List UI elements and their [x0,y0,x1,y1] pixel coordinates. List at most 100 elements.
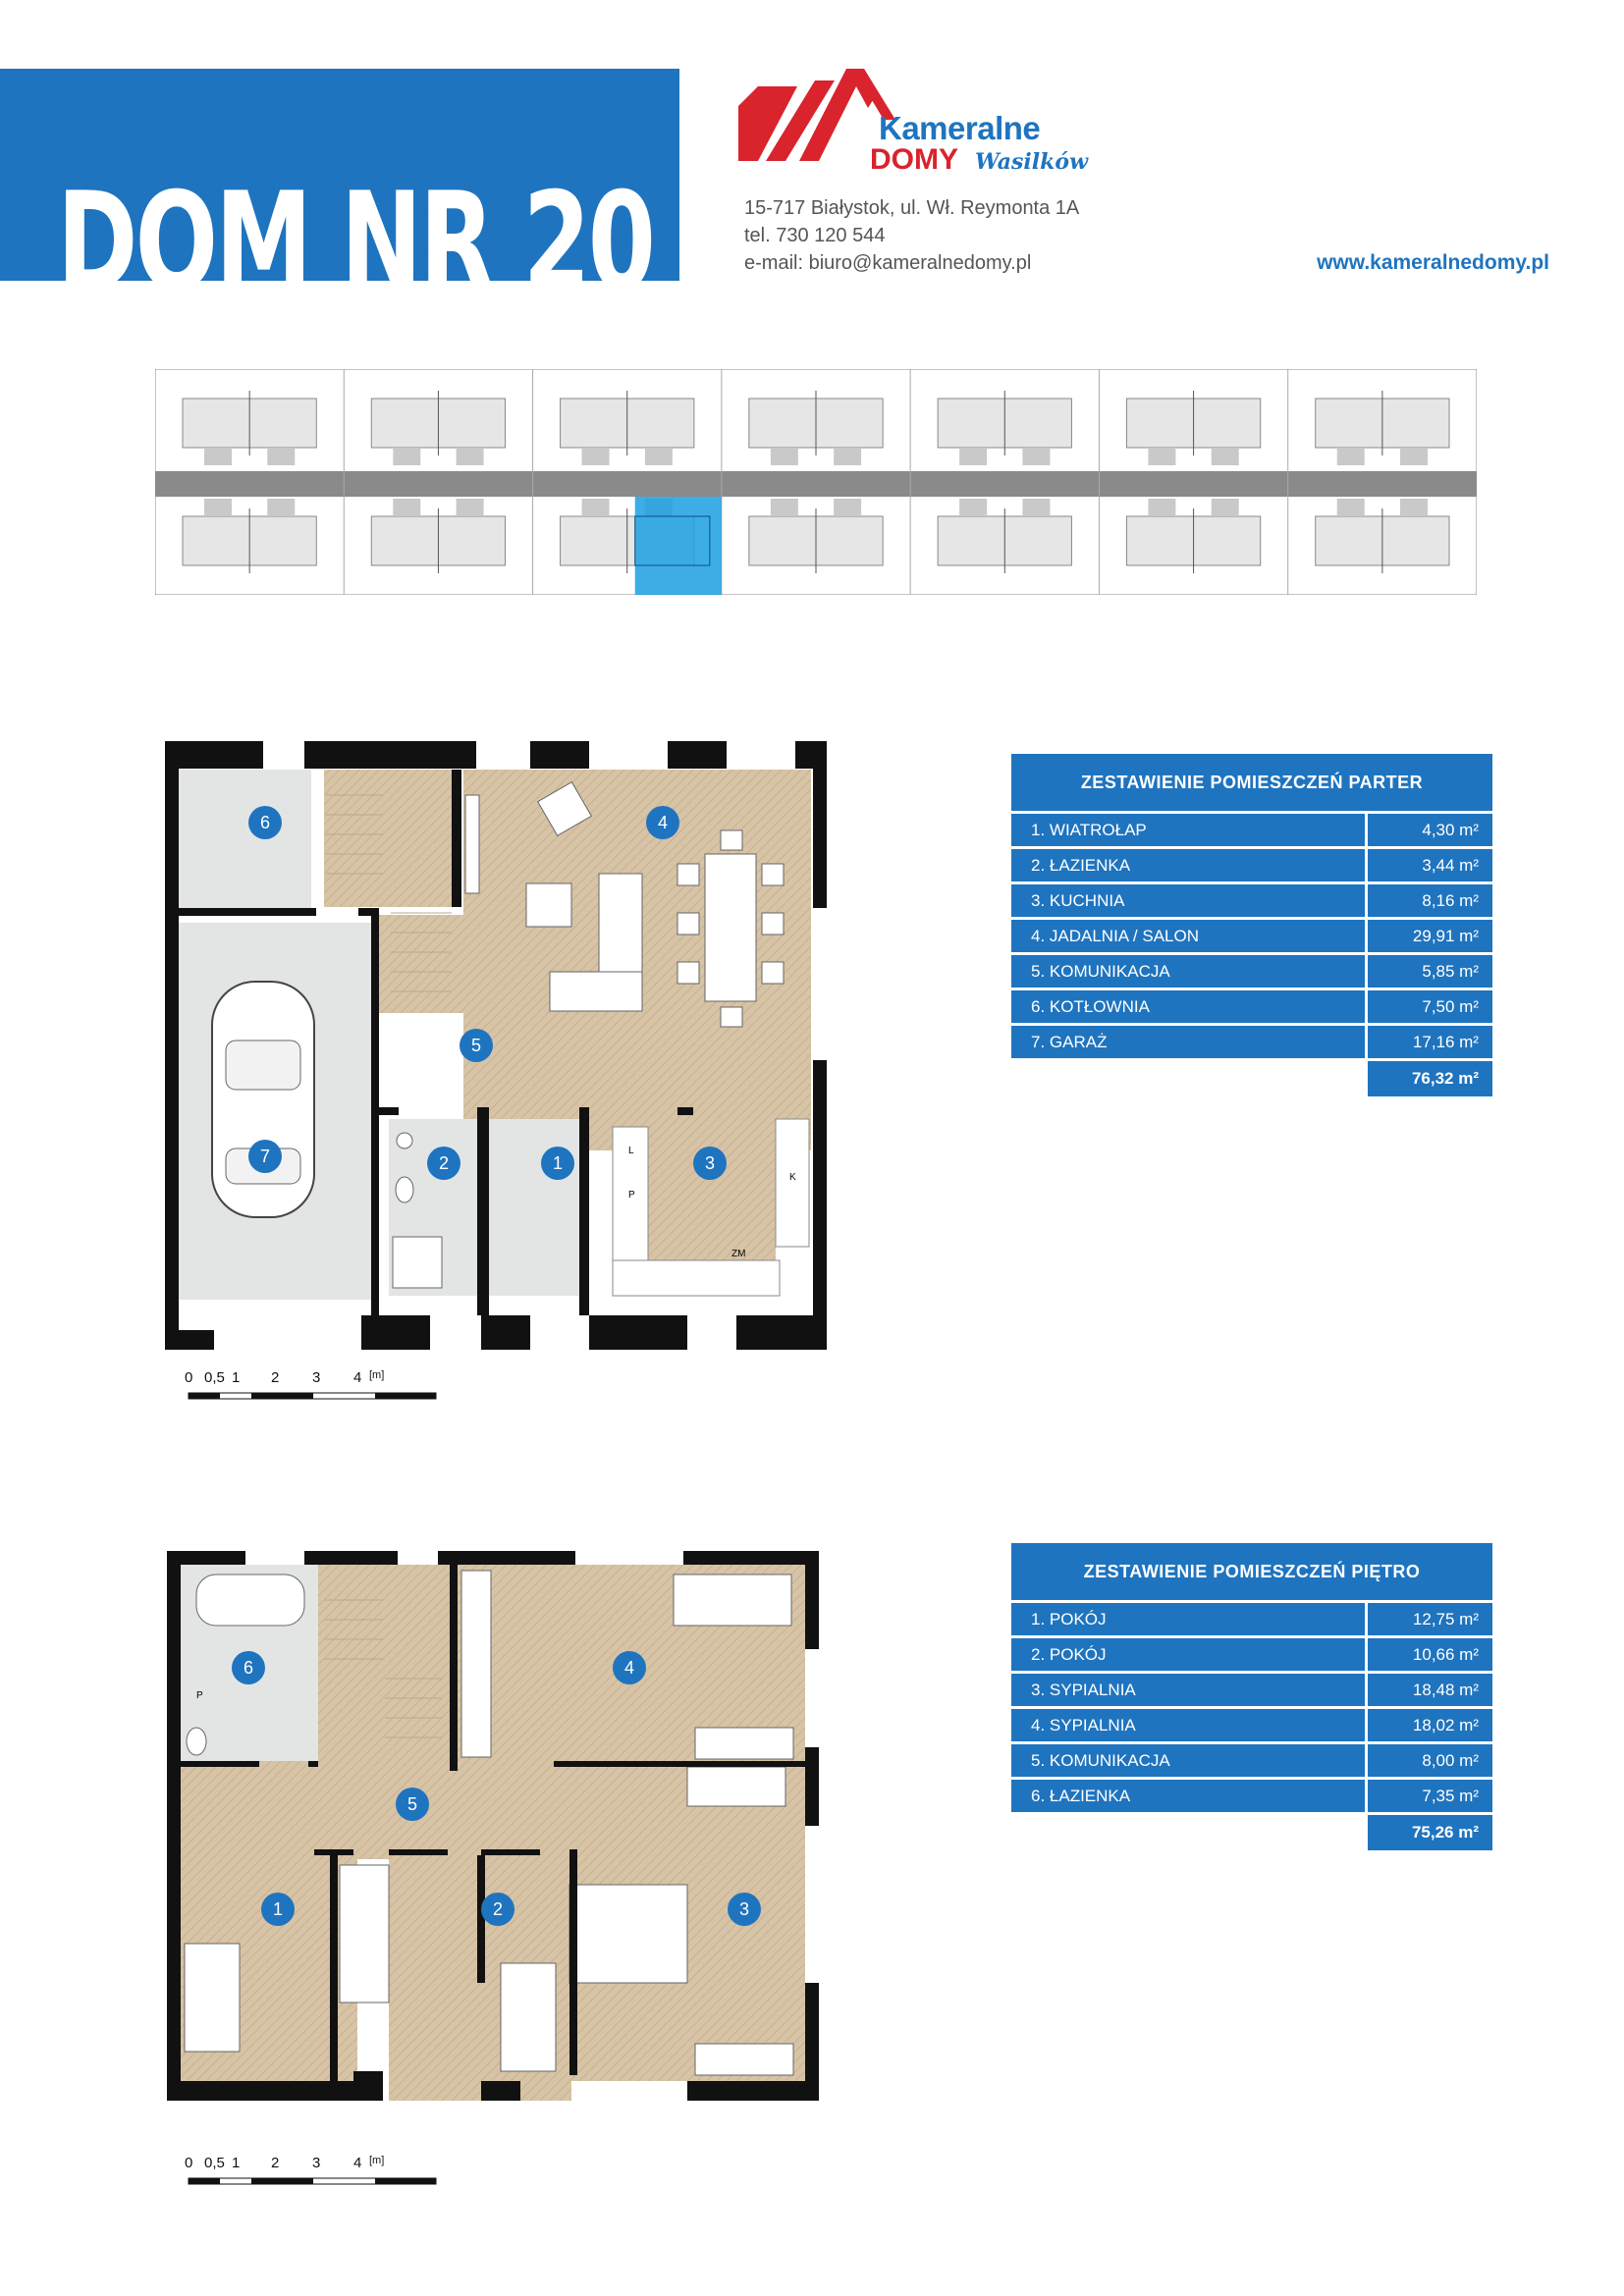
room-marker-circle [248,1140,282,1173]
driveway [267,448,296,465]
scale-unit-label: [m] [369,2155,385,2166]
toilet [395,1176,414,1203]
phone: tel. 730 120 544 [744,225,886,246]
walls-upper [167,1551,819,2101]
fireplace-unit [464,794,480,894]
driveway [770,499,798,516]
ground-floor-table-title: ZESTAWIENIE POMIESZCZEŃ PARTER [1011,754,1492,811]
upper-floor-total: 75,26 m² [1368,1815,1492,1850]
ground-floor-room-area: 17,16 m² [1368,1026,1492,1058]
room-marker-circle [481,1893,514,1926]
logo-roof-left [738,86,797,161]
floor-tile-boiler-room [179,770,311,915]
room-marker-label: 2 [493,1899,503,1919]
driveway [1211,448,1239,465]
logo-roof-mid [766,80,835,161]
armchair [536,780,593,837]
upper-floor-room-area: 18,02 m² [1368,1709,1492,1741]
upper-floor-room-area: 12,75 m² [1368,1603,1492,1635]
dining-chairs [677,829,785,1028]
ground-floor-room-area: 3,44 m² [1368,849,1492,881]
highlighted-house [634,515,711,566]
sink [396,1132,413,1149]
floor-wood-stairs [324,770,461,907]
highlighted-plot [634,497,722,595]
upper-floor-room-name: 6. ŁAZIENKA [1011,1780,1365,1812]
scale-tick-label: 1 [232,1369,241,1386]
room-marker-circle [427,1147,460,1180]
driveway [1211,499,1239,516]
driveway [456,499,484,516]
driveway [267,499,296,516]
ground-floor-room-area: 5,85 m² [1368,955,1492,988]
ground-floor-room-area: 4,30 m² [1368,814,1492,846]
ground-floor-room-name: 7. GARAŻ [1011,1026,1365,1058]
room-marker-label: 1 [553,1153,563,1173]
driveway [581,499,610,516]
ground-floor-room-area: 8,16 m² [1368,884,1492,917]
room-marker-circle [261,1893,295,1926]
website-link[interactable]: www.kameralnedomy.pl [1317,251,1549,274]
driveway [1336,448,1365,465]
appliance-label-zm: ZM [731,1249,745,1259]
wardrobe-rooms [339,1864,390,2003]
driveway [1148,499,1176,516]
scale-tick-label: 2 [271,1369,280,1386]
room-marker-circle [693,1147,727,1180]
appliance-label-p-upper: P [196,1690,203,1701]
scale-tick-label: 2 [271,2155,280,2171]
room-marker-label: 3 [705,1153,715,1173]
appliance-label-p: P [628,1190,635,1201]
toilet-upper [186,1727,207,1756]
wardrobe-bedroom-4 [686,1766,786,1807]
desk-bedroom-4 [694,1727,794,1760]
email: e-mail: biuro@kameralnedomy.pl [744,252,1032,274]
upper-floor-room-area: 10,66 m² [1368,1638,1492,1671]
upper-floor-room-name: 5. KOMUNIKACJA [1011,1744,1365,1777]
ground-floor-room-area: 7,50 m² [1368,990,1492,1023]
room-marker-circle [396,1788,429,1821]
ground-floor-table: ZESTAWIENIE POMIESZCZEŃ PARTER 1. WIATRO… [1011,754,1492,1096]
room-marker-circle [248,806,282,839]
scale-tick-label: 4 [353,1369,362,1386]
upper-floor-room-name: 4. SYPIALNIA [1011,1709,1365,1741]
room-marker-label: 5 [471,1036,481,1055]
driveway [393,499,421,516]
upper-floor-room-name: 3. SYPIALNIA [1011,1674,1365,1706]
logo-roof-edge [860,69,895,120]
ground-floor-room-name: 3. KUCHNIA [1011,884,1365,917]
logo-brand-wasilkow: Wasilków [975,149,1089,175]
coffee-table [525,882,572,928]
room-marker-label: 7 [260,1147,270,1166]
staircase [326,794,452,992]
driveway [1022,448,1051,465]
upper-floor-room-area: 7,35 m² [1368,1780,1492,1812]
upper-floor-room-area: 8,00 m² [1368,1744,1492,1777]
ground-floor-total: 76,32 m² [1368,1061,1492,1096]
desk-bedroom-3 [694,2043,794,2076]
driveway [1148,448,1176,465]
address: 15-717 Białystok, ul. Wł. Reymonta 1A [744,197,1080,219]
ground-floor-room-name: 2. ŁAZIENKA [1011,849,1365,881]
driveway [1400,499,1428,516]
walls [165,741,827,1350]
driveway [770,448,798,465]
room-marker-label: 1 [273,1899,283,1919]
floor-tile-vestibule [489,1119,587,1296]
room-marker-label: 6 [244,1658,253,1678]
bathtub [195,1574,305,1627]
staircase-upper [324,1599,442,1738]
room-marker-label: 4 [658,813,668,832]
upper-floor-room-area: 18,48 m² [1368,1674,1492,1706]
